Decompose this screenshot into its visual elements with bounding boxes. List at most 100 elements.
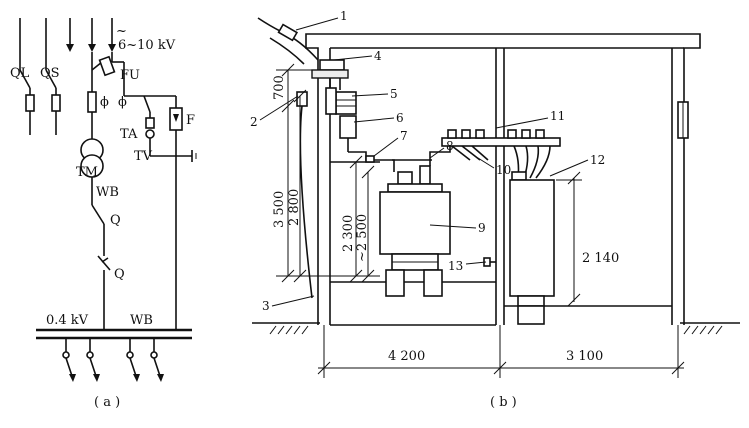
busbar-insulators <box>447 129 545 139</box>
panel-base <box>517 295 545 307</box>
arrow-down-icon <box>93 374 100 382</box>
fu-label: FU <box>120 68 140 83</box>
breaker-q-icon <box>91 204 105 225</box>
f-label: F <box>186 113 195 128</box>
transformer-9 <box>379 191 451 255</box>
callout-1: 1 <box>340 9 348 23</box>
callout-11: 11 <box>550 109 565 123</box>
switch-blade <box>143 95 151 113</box>
wall-bushing <box>319 59 345 71</box>
caption-a: ( a ) <box>94 395 120 410</box>
incoming-cable <box>269 37 305 65</box>
feeder-line <box>153 357 161 377</box>
voltage-low-label: 0.4 kV <box>46 313 89 328</box>
arrow-down-icon <box>88 44 96 52</box>
dimension-lines-bottom <box>317 325 685 378</box>
terminal-icon <box>86 351 94 359</box>
single-line-diagram: ~ 6~10 kV QL QS FU ϕ ϕ TA <box>10 18 197 410</box>
arrow-down-icon <box>108 44 116 52</box>
fuse-icon <box>51 94 61 112</box>
cable-head <box>277 23 299 42</box>
feeder-line <box>89 357 97 377</box>
arrow-down-icon <box>157 374 164 382</box>
callout-5: 5 <box>390 87 398 101</box>
dim-3500: 3 500 <box>272 191 287 228</box>
arrow-down-icon <box>66 44 74 52</box>
callout-8: 8 <box>446 139 454 153</box>
callout-12: 12 <box>590 153 605 167</box>
lv-lead <box>451 145 471 161</box>
phi-right-label: ϕ <box>118 95 127 110</box>
feeder-line <box>65 357 73 377</box>
breaker-q-icon <box>97 255 111 271</box>
lv-lead <box>471 145 489 161</box>
fuse-fu-icon <box>98 55 116 77</box>
wall-bushing-plate <box>311 69 349 79</box>
outgoing-feeders <box>62 338 164 382</box>
callout-4: 4 <box>374 49 382 63</box>
voltage-high-label: 6~10 kV <box>118 38 176 53</box>
building-wall <box>305 33 701 325</box>
arrow-down-icon <box>69 374 76 382</box>
wb-lower-label: WB <box>130 313 153 328</box>
callout-leaders <box>259 17 589 307</box>
transformer-top <box>387 183 443 193</box>
arrow-down-icon <box>133 374 140 382</box>
lv-busbar-rack-11 <box>441 137 561 147</box>
callout-3: 3 <box>262 299 270 313</box>
breaker-mark <box>101 257 109 263</box>
transformer-wheel <box>385 269 405 297</box>
substation-section-view: 1 2 3 4 5 6 7 8 9 10 11 12 13 <box>250 9 740 410</box>
transformer-wheel <box>423 269 443 297</box>
ground-lead <box>299 105 313 299</box>
lv-lead-10 <box>429 146 451 166</box>
ta-label: TA <box>120 127 138 142</box>
dim-2500: ~2 500 <box>355 214 370 262</box>
incoming-cable <box>257 17 319 61</box>
support-bracket <box>325 87 337 115</box>
dimension-lines-left <box>276 63 380 283</box>
callout-9: 9 <box>478 221 486 235</box>
callout-13: 13 <box>448 259 463 273</box>
arrow-down-icon <box>173 114 179 122</box>
fuse-icon <box>145 117 155 129</box>
terminal-icon <box>126 351 134 359</box>
callout-10: 10 <box>496 163 511 177</box>
dim-3100: 3 100 <box>566 349 603 364</box>
panel-foundation <box>517 305 545 325</box>
voltage-tilde: ~ <box>116 24 127 39</box>
phi-left-label: ϕ <box>100 95 109 110</box>
feeder-line <box>129 357 137 377</box>
fuse-icon <box>87 91 97 113</box>
lv-panel-12 <box>509 179 555 297</box>
dim-2300: 2 300 <box>341 215 356 252</box>
disconnector-qs <box>45 69 57 89</box>
clamp <box>365 155 375 163</box>
callout-2: 2 <box>250 115 258 129</box>
dim-2140: 2 140 <box>582 251 619 266</box>
ground-hatch <box>269 325 723 335</box>
callout-7: 7 <box>400 129 408 143</box>
q-lower-label: Q <box>114 267 125 282</box>
lv-lead <box>461 145 481 161</box>
callout-6: 6 <box>396 111 404 125</box>
dim-4200: 4 200 <box>388 349 425 364</box>
tm-label: TM <box>76 165 98 180</box>
lv-lead <box>529 145 540 179</box>
lv-lead <box>535 145 551 179</box>
qs-label: QS <box>40 66 60 81</box>
dim-2800: 2 800 <box>287 189 302 226</box>
dimension-line-right <box>556 171 582 307</box>
ql-label: QL <box>10 66 30 81</box>
hv-bushing <box>397 171 413 185</box>
disconnector-5 <box>335 91 357 115</box>
current-transformer-icon <box>145 129 155 139</box>
panel-top-terminal <box>511 171 527 181</box>
conservator <box>419 165 431 185</box>
q-upper-label: Q <box>110 213 121 228</box>
tv-label: TV <box>134 149 153 164</box>
terminal-icon <box>150 351 158 359</box>
load-switch-ql <box>19 69 31 89</box>
fuse-6 <box>339 115 357 139</box>
